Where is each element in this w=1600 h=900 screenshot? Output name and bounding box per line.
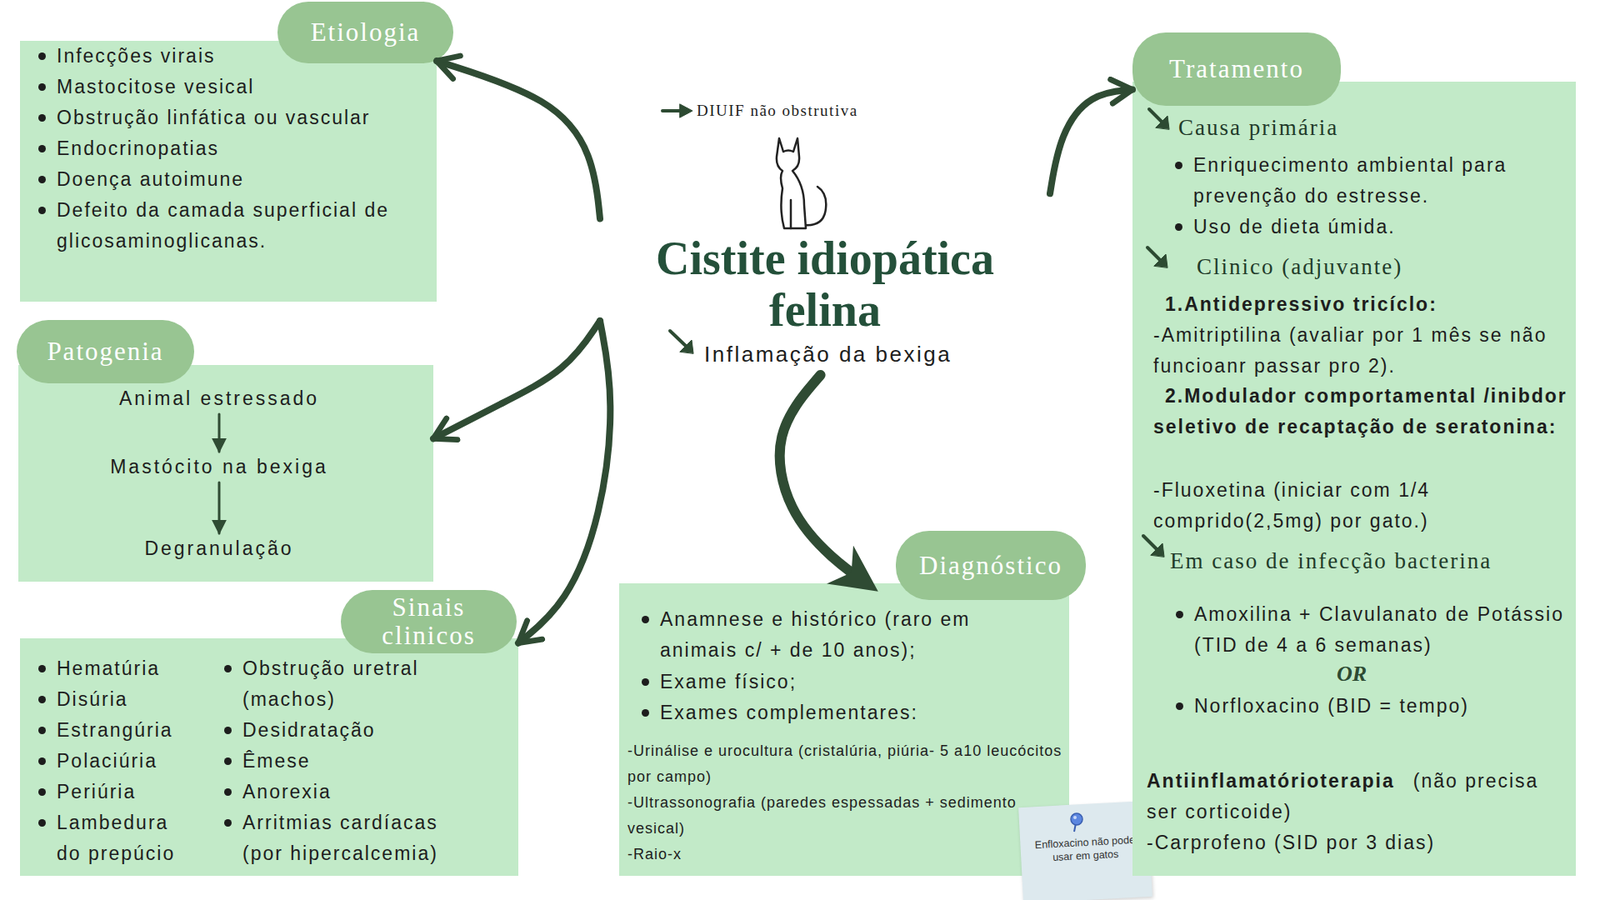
bullet-item: Êmese [222, 745, 473, 777]
heading-pill: Sinais clinicos [340, 590, 517, 654]
connector-arrow [1050, 90, 1133, 195]
bullet-item: Endocrinopatias [36, 133, 437, 165]
bullet-item: Disúria [36, 684, 195, 715]
body-text: -Amitriptilina (avaliar por 1 mês se não… [1153, 320, 1554, 382]
pointer-arrow [662, 109, 684, 113]
heading-pill: Diagnóstico [895, 530, 1086, 600]
pin-highlight [1073, 815, 1077, 820]
pointer-arrow-head [1154, 254, 1168, 268]
subheading: Clinico (adjuvante) [1196, 251, 1530, 283]
connector-arrow [218, 482, 221, 534]
topic-box: EtiologiaInfecções viraisMastocitose ves… [20, 40, 437, 302]
topic-box: TratamentoCausa primáriaEnriquecimento a… [1132, 81, 1576, 876]
bullet-item: Doença autoimune [36, 164, 437, 195]
pointer-arrow-head [1150, 543, 1165, 557]
body-text: -Raio-x [627, 841, 1065, 868]
heading-pill: Etiologia [277, 1, 454, 64]
cat-illustration [776, 138, 826, 229]
pointer-arrow [670, 330, 689, 349]
flow-step: Mastócito na bexiga [94, 451, 345, 483]
note-text: Enfloxacino não pode usar em gatos [1026, 832, 1144, 865]
pointer-arrow-head [1155, 115, 1170, 130]
bullet-item: Arritmias cardíacas (por hipercalcemia) [222, 807, 473, 870]
body-text: -Urinálise e urocultura (cristalúria, pi… [627, 738, 1065, 790]
connector-arrow [218, 414, 221, 452]
bullet-item: Exames complementares: [640, 697, 1032, 729]
text-group: Antiinflamatórioterapia(não precisa ser … [1146, 765, 1547, 828]
pointer-arrow [1143, 535, 1160, 553]
bullet-item: Defeito da camada superficial de glicosa… [36, 195, 429, 257]
heading-pill: Patogenia [16, 320, 195, 384]
bullet-item: Infecções virais [36, 40, 437, 72]
bullet-item: Enriquecimento ambiental para prevenção … [1173, 150, 1570, 212]
bullet-item: Lambedura do prepúcio [36, 807, 195, 870]
central-topic: DIUIF não obstrutivaCistite idiopática f… [600, 95, 1050, 375]
body-text: Degranulação [94, 533, 345, 565]
topic-box: Sinais clinicosHematúriaDisúriaEstrangúr… [20, 638, 519, 876]
cat-tail [804, 186, 826, 225]
bullet-item: Exame físico; [640, 666, 1032, 698]
topic-box: PatogeniaAnimal estressadoMastócito na b… [18, 365, 434, 582]
body-text: OR [1336, 658, 1387, 690]
connector-arrow [780, 375, 867, 584]
cat-body [776, 138, 806, 229]
bullet-item: Estrangúria [36, 715, 195, 746]
body-text: Inflamação da bexiga [704, 340, 1038, 369]
bullet-item: Anorexia [222, 776, 473, 808]
cat-leg [790, 200, 793, 229]
bullet-item: Anamnese e histórico (raro em animais c/… [640, 604, 1032, 666]
pointer-arrow-head [680, 340, 694, 354]
bullet-item: Norfloxacino (BID = tempo) [1174, 690, 1570, 722]
bullet-item: Obstrução uretral (machos) [222, 653, 473, 715]
heading-pill: Tratamento [1132, 32, 1341, 106]
connector-arrow [433, 320, 600, 439]
body-text: -Fluoxetina (iniciar com 1/4 comprido(2,… [1153, 475, 1537, 537]
flow-step: Degranulação [94, 533, 345, 565]
bullet-item: Hematúria [36, 653, 195, 685]
subheading: Em caso de infecção bacterina [1170, 545, 1570, 577]
body-text: 2.Modulador comportamental /inibdor sele… [1153, 380, 1570, 443]
body-text: -Carprofeno (SID por 3 dias) [1146, 827, 1547, 859]
body-text: 1.Antidepressivo tricíclo: [1165, 289, 1565, 320]
pin-head [1070, 813, 1083, 825]
body-text: -Ultrassonografia (paredes espessadas + … [627, 790, 1065, 842]
pointer-arrow-head [680, 104, 693, 118]
bullet-item: Polaciúria [36, 745, 195, 777]
topic-box: DiagnósticoAnamnese e histórico (raro em… [619, 583, 1070, 876]
push-pin [1070, 813, 1083, 832]
bullet-item: Periúria [36, 776, 195, 808]
pointer-arrow [1149, 109, 1165, 125]
bullet-item: Amoxilina + Clavulanato de Potássio (TID… [1174, 599, 1570, 661]
body-text: Animal estressado [94, 383, 345, 415]
body-text: Antiinflamatórioterapia [1146, 770, 1395, 792]
body-text: Mastócito na bexiga [94, 451, 345, 483]
bullet-item: Uso de dieta úmida. [1173, 211, 1570, 243]
pointer-arrows [662, 104, 1170, 557]
body-text: DIUIF não obstrutiva [696, 99, 980, 123]
flow-step: Animal estressado [94, 383, 345, 415]
bullet-item: Mastocitose vesical [36, 71, 437, 103]
pointer-arrow [1147, 247, 1164, 264]
bullet-item: Obstrução linfática ou vascular [36, 102, 437, 134]
central-title: Cistite idiopática felina [600, 232, 1050, 336]
pin-needle [1074, 823, 1076, 832]
connector-arrow [518, 320, 610, 644]
connector-arrow [436, 60, 600, 219]
subheading: Causa primária [1178, 112, 1445, 144]
bullet-item: Desidratação [222, 715, 473, 746]
